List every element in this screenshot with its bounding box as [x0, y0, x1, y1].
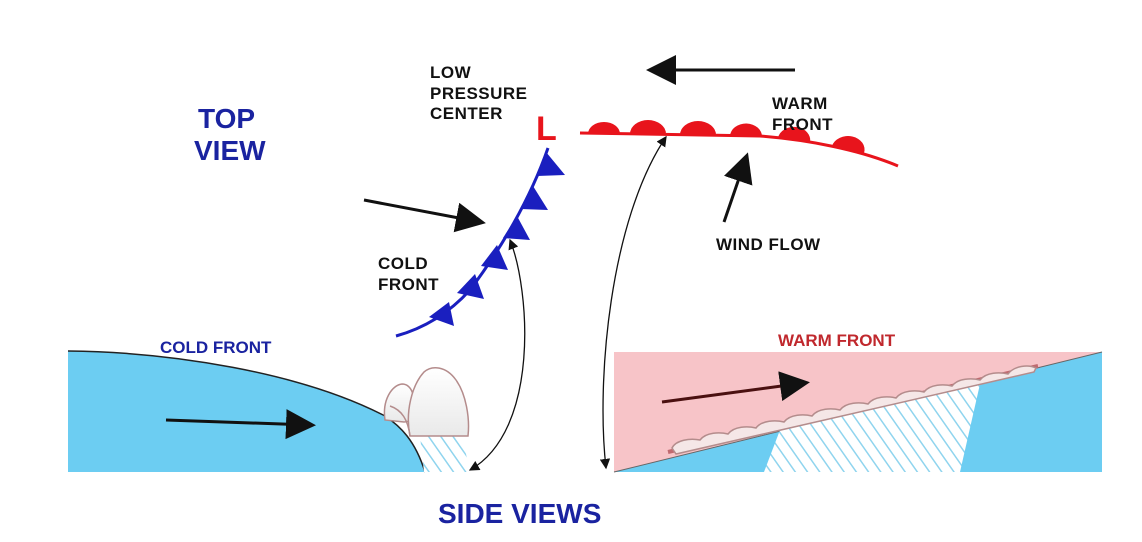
cold-front-top-label-line1: COLD [378, 254, 428, 273]
cold-front-side-view [67, 350, 470, 473]
low-pressure-symbol: L [536, 110, 557, 148]
cold-front-wind-arrow [363, 198, 486, 233]
warm-front-symbol [579, 120, 899, 168]
side-views-title: SIDE VIEWS [438, 498, 601, 529]
cold-air-arrow [165, 409, 316, 440]
warm-front-connector-arrow [599, 135, 667, 470]
low-pressure-label-line2: PRESSURE [430, 84, 528, 103]
warm-front-side-view [613, 351, 1103, 473]
wind-flow-label: WIND FLOW [716, 235, 821, 254]
cold-front-connector-arrow [468, 238, 526, 471]
warm-front-top-label-line1: WARM [772, 94, 828, 113]
wind-flow-arrow [722, 152, 753, 223]
top-view-title-line2: VIEW [194, 135, 266, 166]
warm-air-arrow [661, 371, 810, 404]
stratus-cloud-band [671, 365, 1038, 455]
top-view-title-line1: TOP [198, 103, 255, 134]
warm-front-side-label: WARM FRONT [778, 331, 896, 350]
cumulonimbus-cloud [407, 367, 470, 437]
cold-front-top-label-line2: FRONT [378, 275, 439, 294]
low-pressure-label-line1: LOW [430, 63, 472, 82]
low-pressure-label-line3: CENTER [430, 104, 503, 123]
cold-front-symbol [395, 147, 565, 338]
warm-front-top-label-line2: FRONT [772, 115, 833, 134]
cold-front-side-label: COLD FRONT [160, 338, 272, 357]
